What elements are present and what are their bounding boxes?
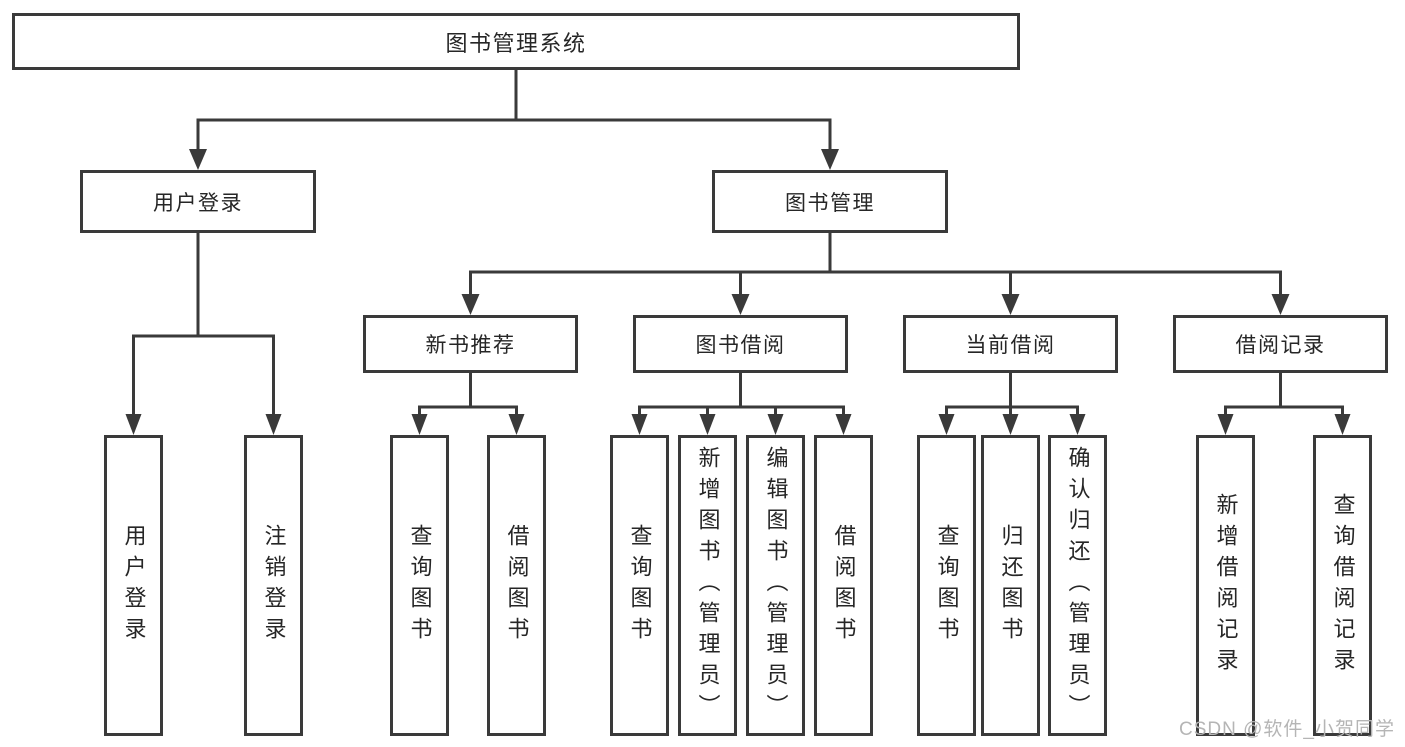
arrow-icon xyxy=(461,294,480,315)
leaf-label: 归还图书 xyxy=(998,523,1024,648)
leaf-label: 借阅图书 xyxy=(831,523,857,648)
leaf-add-borrow-record: 新增借阅记录 xyxy=(1196,435,1255,736)
node-new-book-recommend: 新书推荐 xyxy=(363,315,578,373)
node-user-login: 用户登录 xyxy=(80,170,316,233)
arrow-icon xyxy=(411,414,428,435)
arrow-icon xyxy=(699,414,716,435)
leaf-query-books-recommend: 查询图书 xyxy=(390,435,449,736)
arrow-icon xyxy=(835,414,852,435)
arrow-icon xyxy=(265,414,282,435)
leaf-confirm-return-admin: 确认归还（管理员） xyxy=(1048,435,1107,736)
leaf-label: 新增图书（管理员） xyxy=(695,446,721,725)
leaf-query-borrow-record: 查询借阅记录 xyxy=(1313,435,1372,736)
leaf-label: 用户登录 xyxy=(121,523,147,648)
leaf-label: 编辑图书（管理员） xyxy=(763,446,789,725)
arrow-icon xyxy=(1069,414,1086,435)
arrow-icon xyxy=(631,414,648,435)
arrow-icon xyxy=(821,149,839,170)
leaf-label: 新增借阅记录 xyxy=(1213,492,1239,679)
arrow-icon xyxy=(767,414,784,435)
arrow-icon xyxy=(938,414,955,435)
node-book-management: 图书管理 xyxy=(712,170,948,233)
leaf-label: 注销登录 xyxy=(261,523,287,648)
leaf-label: 查询借阅记录 xyxy=(1330,492,1356,679)
leaf-add-books-admin: 新增图书（管理员） xyxy=(678,435,737,736)
arrow-icon xyxy=(508,414,525,435)
leaf-label: 查询图书 xyxy=(627,523,653,648)
arrowheads xyxy=(125,149,1351,435)
leaf-borrow-books: 借阅图书 xyxy=(814,435,873,736)
connector-current-borrow xyxy=(945,373,1079,416)
connector-user-login xyxy=(132,233,275,416)
arrow-icon xyxy=(1271,294,1290,315)
node-borrow-records: 借阅记录 xyxy=(1173,315,1388,373)
leaf-query-books-current: 查询图书 xyxy=(917,435,976,736)
arrow-icon xyxy=(1334,414,1351,435)
arrow-icon xyxy=(1002,414,1019,435)
connector-root xyxy=(196,70,832,152)
arrow-icon xyxy=(1001,294,1020,315)
node-current-borrowing: 当前借阅 xyxy=(903,315,1118,373)
csdn-watermark: CSDN @软件_小贺同学 xyxy=(1179,719,1395,740)
leaf-user-login: 用户登录 xyxy=(104,435,163,736)
leaf-label: 借阅图书 xyxy=(504,523,530,648)
arrow-icon xyxy=(731,294,750,315)
connector-book-mgmt xyxy=(469,233,1282,296)
leaf-label: 确认归还（管理员） xyxy=(1065,446,1091,725)
leaf-logout: 注销登录 xyxy=(244,435,303,736)
connector-borrow-records xyxy=(1224,373,1344,416)
arrow-icon xyxy=(1217,414,1234,435)
connector-new-books xyxy=(418,373,518,416)
leaf-query-books-borrow: 查询图书 xyxy=(610,435,669,736)
leaf-borrow-books-recommend: 借阅图书 xyxy=(487,435,546,736)
arrow-icon xyxy=(189,149,207,170)
leaf-edit-books-admin: 编辑图书（管理员） xyxy=(746,435,805,736)
arrow-icon xyxy=(125,414,142,435)
node-book-borrowing: 图书借阅 xyxy=(633,315,848,373)
leaf-label: 查询图书 xyxy=(407,523,433,648)
connector-book-borrow xyxy=(638,373,845,416)
node-root: 图书管理系统 xyxy=(12,13,1020,70)
leaf-label: 查询图书 xyxy=(934,523,960,648)
leaf-return-books: 归还图书 xyxy=(981,435,1040,736)
